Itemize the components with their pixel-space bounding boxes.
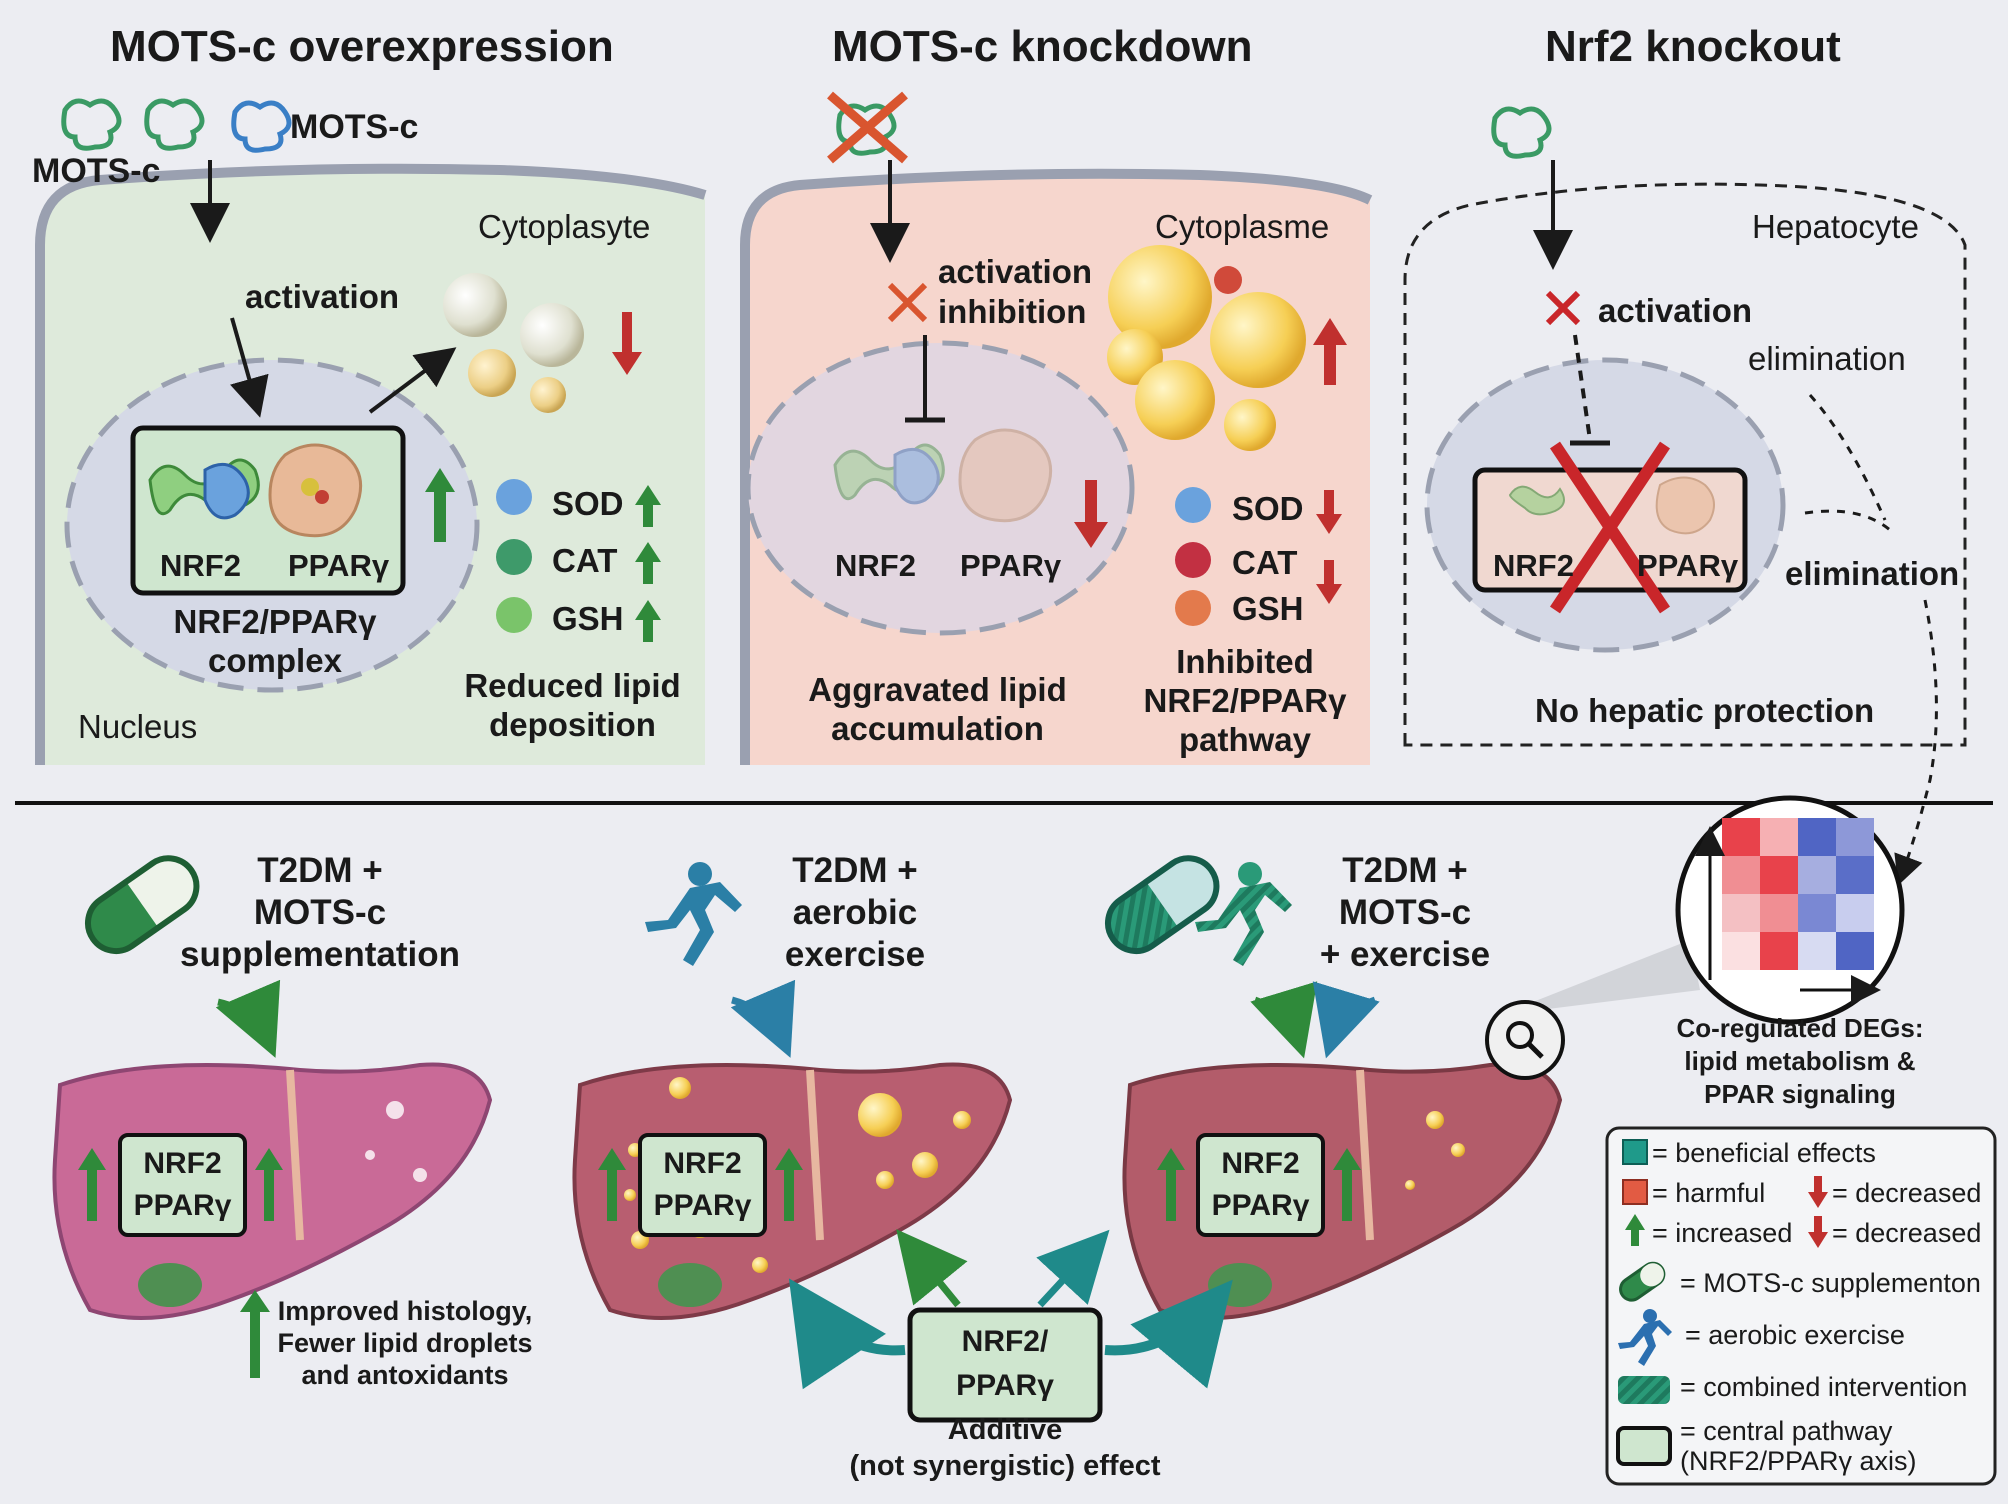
knockdown-outcome-right: Inhibited NRF2/PPARγ pathway xyxy=(1143,643,1347,758)
liver2-box-text: NRF2 PPARγ xyxy=(653,1147,752,1222)
magnifier-circle xyxy=(1485,1000,1565,1080)
legend-central-swatch xyxy=(1616,1426,1672,1466)
legend-harmful: = harmful xyxy=(1652,1178,1766,1208)
knockout-outcome: No hepatic protection xyxy=(1535,692,1875,729)
overexpression-outcome: Reduced lipid deposition xyxy=(464,667,681,743)
mots-c-label-left: MOTS-c xyxy=(32,152,161,190)
liver3-box-text: NRF2 PPARγ xyxy=(1211,1147,1310,1222)
peptide-icon xyxy=(1491,106,1552,159)
elimination-label-2: elimination xyxy=(1785,555,1960,592)
deg-caption: Co-regulated DEGs: lipid metabolism & PP… xyxy=(1676,1013,1924,1109)
liver-up-arrows xyxy=(78,1148,1361,1378)
compartment-label: Hepatocyte xyxy=(1752,208,1919,245)
legend-box xyxy=(1605,1126,1997,1486)
nrf2-label: NRF2 xyxy=(1493,548,1574,583)
lipid-droplets-large xyxy=(1107,245,1306,451)
heatmap xyxy=(1695,818,1881,1005)
search-icon xyxy=(1506,1021,1544,1059)
big-red-x-icon xyxy=(1550,441,1670,614)
panel-knockout xyxy=(1403,106,1967,886)
treatment-exercise-label: T2DM + aerobic exercise xyxy=(784,851,926,974)
liver-box-2 xyxy=(638,1133,767,1237)
runner-icon xyxy=(645,862,742,966)
additive-caption: Additive (not synergistic) effect xyxy=(849,1414,1161,1482)
cat-label: CAT xyxy=(1232,544,1298,581)
nrf2-protein-icon xyxy=(148,458,260,520)
peptide-icons xyxy=(61,98,292,153)
legend-increased: = increased xyxy=(1652,1218,1793,1248)
treatment-mots-label: T2DM + MOTS-c supplementation xyxy=(179,851,461,974)
legend-decreased-b: = decreased xyxy=(1832,1218,1982,1248)
legend-runner-icon xyxy=(1618,1309,1672,1366)
faded-complex xyxy=(833,428,1053,523)
legend-swatch-beneficial xyxy=(1622,1139,1648,1165)
pill-icon xyxy=(84,855,200,955)
nrf2-label: NRF2 xyxy=(835,548,916,583)
crossed-peptide-icon xyxy=(827,91,908,164)
legend-mots: = MOTS-c supplementon xyxy=(1680,1268,1981,1298)
nrf2-label: NRF2 xyxy=(160,548,241,583)
ppar-label: PPARγ xyxy=(960,548,1062,583)
elimination-label-1: elimination xyxy=(1748,340,1906,377)
mots-c-label-right: MOTS-c xyxy=(290,108,419,146)
compartment-label: Cytoplasyte xyxy=(478,208,651,245)
liver1-note: Improved histology, Fewer lipid droplets… xyxy=(277,1296,533,1390)
faded-complex xyxy=(1508,476,1715,535)
legend-beneficial: = beneficial effects xyxy=(1652,1138,1876,1168)
nucleus-outline xyxy=(745,340,1135,636)
antioxidant-icons xyxy=(1175,487,1211,626)
legend-decreased-a: = decreased xyxy=(1832,1178,1982,1208)
liver-box-1 xyxy=(118,1133,247,1237)
sod-label: SOD xyxy=(552,485,624,522)
antioxidant-up-arrows xyxy=(635,485,661,642)
legend-combined-swatch xyxy=(1618,1376,1670,1404)
legend-combined: = combined intervention xyxy=(1680,1372,1968,1402)
lipid-droplets-small xyxy=(443,273,584,413)
gsh-label: GSH xyxy=(1232,590,1304,627)
antioxidant-down-arrows xyxy=(1316,490,1342,604)
panel-knockdown xyxy=(740,91,1373,765)
zoom-cone xyxy=(1500,940,1700,1015)
legend-central: = central pathway (NRF2/PPARγ axis) xyxy=(1680,1416,1917,1476)
central-box-text: NRF2/ PPARγ xyxy=(956,1325,1054,1402)
down-arrow-red xyxy=(1074,480,1108,548)
inhibition-label: activation inhibition xyxy=(938,253,1093,330)
activation-x-icon xyxy=(1545,290,1581,326)
knockdown-outcome-left: Aggravated lipid accumulation xyxy=(808,671,1067,747)
up-arrow-red xyxy=(1313,318,1347,385)
ppar-protein-icon xyxy=(268,443,363,538)
sod-label: SOD xyxy=(1232,490,1304,527)
compartment-label: Cytoplasme xyxy=(1155,208,1330,245)
cell-membrane xyxy=(35,163,707,765)
activation-label: activation xyxy=(1598,292,1753,329)
combined-icon xyxy=(1104,855,1292,966)
gsh-label: GSH xyxy=(552,600,624,637)
cell-membrane xyxy=(740,168,1373,765)
down-arrow xyxy=(612,312,642,375)
panel1-title: MOTS-c overexpression xyxy=(110,22,614,71)
activation-label: activation xyxy=(245,278,400,315)
central-box xyxy=(907,1307,1103,1423)
legend-exercise: = aerobic exercise xyxy=(1685,1320,1905,1350)
up-arrow xyxy=(425,468,455,542)
ppar-label: PPARγ xyxy=(288,548,390,583)
hepatocyte-dashed-outline xyxy=(1403,182,1967,747)
nucleus-label: Nucleus xyxy=(78,708,198,745)
complex-caption: NRF2/PPARγ complex xyxy=(173,603,377,679)
legend-swatch-harmful xyxy=(1622,1179,1648,1205)
activation-x-icon xyxy=(887,282,928,323)
treatment-combined-label: T2DM + MOTS-c + exercise xyxy=(1319,851,1491,974)
panel-overexpression xyxy=(35,98,707,765)
antioxidant-icons xyxy=(496,479,532,633)
cat-label: CAT xyxy=(552,542,618,579)
panel3-title: Nrf2 knockout xyxy=(1545,22,1841,71)
legend-pill-icon xyxy=(1619,1261,1666,1302)
ppar-label: PPARγ xyxy=(1637,548,1739,583)
panel2-title: MOTS-c knockdown xyxy=(832,22,1253,71)
liver1-box-text: NRF2 PPARγ xyxy=(133,1147,232,1222)
legend-arrow-icons xyxy=(1625,1176,1828,1248)
liver-box-3 xyxy=(1196,1133,1325,1237)
